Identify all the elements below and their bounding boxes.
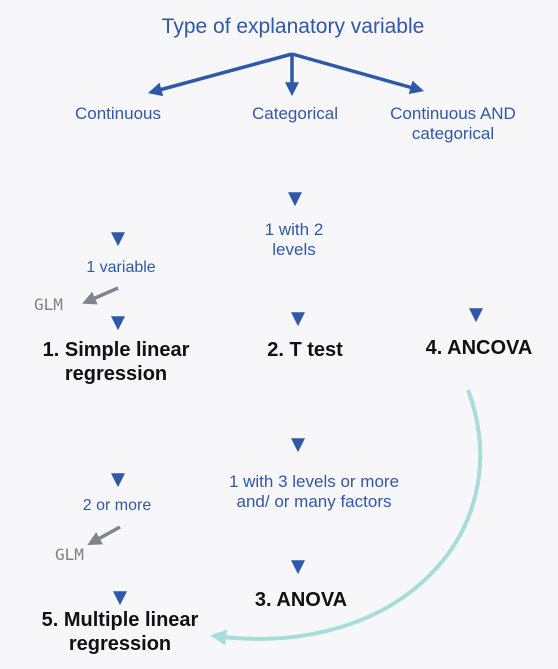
branch-continuous-and-categorical: Continuous AND categorical <box>390 104 516 144</box>
arrow-title-to-both <box>291 52 425 95</box>
condition-three-levels-or-more: 1 with 3 levels or more and/ or many fac… <box>228 472 400 512</box>
result-t-test: 2. T test <box>267 339 343 361</box>
result-anova: 3. ANOVA <box>254 589 348 611</box>
branch-categorical: Categorical <box>252 104 338 123</box>
arrow-glm-1 <box>82 286 119 305</box>
curve-ancova-to-multiple-lr <box>210 389 483 646</box>
condition-one-variable: 1 variable <box>86 259 156 276</box>
condition-one-with-two-levels: 1 with 2 levels <box>264 220 324 260</box>
result-multiple-linear-regression: 5. Multiple linear regression <box>41 609 199 655</box>
arrow-title-to-continuous <box>147 52 293 97</box>
glm-label-2: GLM <box>55 545 84 564</box>
arrow-glm-2 <box>87 525 121 546</box>
condition-two-or-more: 2 or more <box>82 497 152 514</box>
branch-continuous: Continuous <box>74 104 161 123</box>
result-simple-linear-regression: 1. Simple linear regression <box>42 339 190 385</box>
glm-label-1: GLM <box>34 295 63 314</box>
result-ancova: 4. ANCOVA <box>425 337 533 359</box>
diagram-title: Type of explanatory variable <box>161 15 425 38</box>
